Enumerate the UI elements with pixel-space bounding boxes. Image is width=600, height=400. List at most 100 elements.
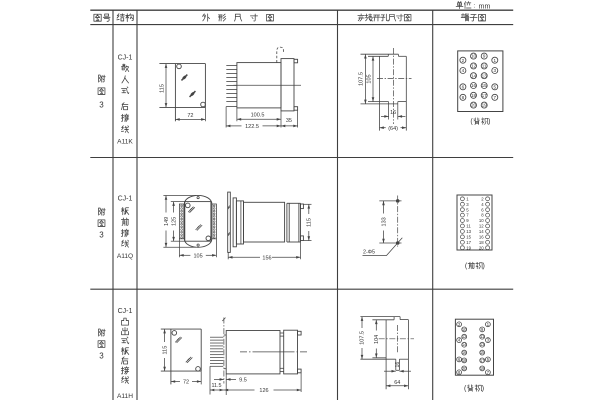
svg-text:13: 13 (480, 342, 485, 347)
svg-text:19: 19 (482, 103, 488, 108)
svg-text:CJ-1: CJ-1 (118, 196, 133, 203)
svg-text:8: 8 (462, 95, 465, 100)
svg-text:11: 11 (466, 224, 471, 229)
svg-text:1: 1 (494, 58, 497, 63)
svg-text:10: 10 (479, 218, 484, 223)
svg-text:115: 115 (160, 84, 166, 93)
svg-text:15: 15 (480, 350, 485, 355)
svg-text:3: 3 (99, 230, 104, 239)
svg-text:16: 16 (471, 83, 477, 88)
svg-text:9: 9 (481, 327, 484, 332)
svg-text:72: 72 (187, 113, 193, 119)
svg-text:7: 7 (487, 370, 490, 375)
svg-text:9: 9 (483, 54, 486, 59)
svg-text:20: 20 (462, 366, 467, 371)
svg-text:9.5: 9.5 (239, 378, 247, 384)
svg-text:17: 17 (480, 358, 485, 363)
svg-text:6: 6 (458, 357, 461, 362)
svg-text:126: 126 (259, 388, 268, 394)
svg-text:11: 11 (482, 64, 487, 69)
svg-text:11.5: 11.5 (211, 383, 221, 389)
svg-text:): ) (483, 263, 485, 270)
svg-text:115: 115 (307, 218, 313, 227)
svg-text:17: 17 (482, 93, 488, 98)
svg-text:11: 11 (480, 334, 485, 339)
svg-text:149: 149 (164, 217, 170, 226)
svg-text:2-Φ5: 2-Φ5 (363, 250, 375, 256)
svg-text:12: 12 (479, 224, 484, 229)
svg-text:8: 8 (458, 370, 461, 375)
svg-text:16: 16 (390, 110, 396, 116)
svg-text:(: ( (470, 119, 473, 126)
svg-text:105: 105 (194, 253, 203, 259)
svg-text:20: 20 (479, 245, 484, 250)
svg-text:A11K: A11K (117, 138, 133, 145)
svg-text:(: ( (464, 386, 467, 393)
svg-text:13: 13 (482, 73, 488, 78)
svg-text:10: 10 (471, 54, 477, 59)
svg-text:mm: mm (479, 3, 491, 10)
svg-text:35: 35 (286, 118, 292, 124)
svg-text:9: 9 (466, 218, 469, 223)
svg-text:A11Q: A11Q (117, 253, 133, 260)
svg-text:13: 13 (466, 229, 471, 234)
svg-text:A11H: A11H (117, 393, 133, 400)
svg-text:105: 105 (367, 74, 373, 83)
svg-text:18: 18 (471, 93, 477, 98)
svg-text:104: 104 (374, 335, 380, 344)
svg-text:8: 8 (481, 213, 484, 218)
svg-text:1: 1 (466, 196, 469, 201)
svg-text:6: 6 (481, 207, 484, 212)
svg-text:12: 12 (462, 334, 467, 339)
svg-text:19: 19 (466, 245, 471, 250)
svg-text:107.5: 107.5 (358, 72, 364, 86)
svg-text:18: 18 (479, 240, 484, 245)
svg-text:72: 72 (183, 380, 189, 386)
svg-text:16: 16 (462, 350, 467, 355)
svg-text:14: 14 (479, 229, 484, 234)
svg-text:64: 64 (394, 380, 400, 386)
svg-text:17: 17 (466, 240, 471, 245)
svg-text:115: 115 (162, 346, 168, 355)
svg-text:10: 10 (462, 327, 467, 332)
svg-text:15: 15 (466, 234, 471, 239)
svg-text:2: 2 (462, 58, 465, 63)
svg-text:156: 156 (262, 255, 271, 261)
svg-text:2: 2 (458, 322, 461, 327)
svg-text:CJ-1: CJ-1 (118, 308, 133, 315)
svg-text:20: 20 (471, 103, 477, 108)
svg-text:3: 3 (487, 338, 490, 343)
svg-text::: : (473, 3, 475, 10)
svg-text:19: 19 (480, 366, 485, 371)
svg-text:3: 3 (466, 202, 469, 207)
svg-text:2: 2 (481, 196, 484, 201)
svg-text:18: 18 (462, 358, 467, 363)
svg-text:1: 1 (487, 322, 490, 327)
svg-text:CJ-1: CJ-1 (118, 55, 133, 62)
svg-text:4: 4 (462, 68, 465, 73)
svg-text:133: 133 (381, 217, 387, 226)
svg-text:4: 4 (458, 338, 461, 343)
svg-text:14: 14 (471, 73, 477, 78)
svg-text:14: 14 (462, 342, 467, 347)
svg-text:(: ( (465, 263, 468, 270)
svg-text:(64): (64) (388, 126, 398, 132)
svg-text:6: 6 (462, 84, 465, 89)
svg-text:16: 16 (395, 362, 401, 368)
svg-text:): ) (488, 119, 490, 126)
svg-text:7: 7 (466, 213, 469, 218)
svg-text:3: 3 (99, 352, 104, 361)
svg-text:3: 3 (494, 68, 497, 73)
svg-text:107.5: 107.5 (360, 331, 366, 345)
svg-text:5: 5 (487, 357, 490, 362)
svg-text:16: 16 (479, 234, 484, 239)
svg-text:122.5: 122.5 (245, 124, 259, 130)
svg-text:): ) (482, 386, 484, 393)
svg-text:5: 5 (494, 84, 497, 89)
svg-text:3: 3 (99, 101, 104, 110)
svg-text:12: 12 (471, 64, 477, 69)
svg-text:4: 4 (481, 202, 484, 207)
svg-text:15: 15 (482, 83, 488, 88)
svg-text:5: 5 (466, 207, 469, 212)
svg-text:7: 7 (494, 95, 497, 100)
